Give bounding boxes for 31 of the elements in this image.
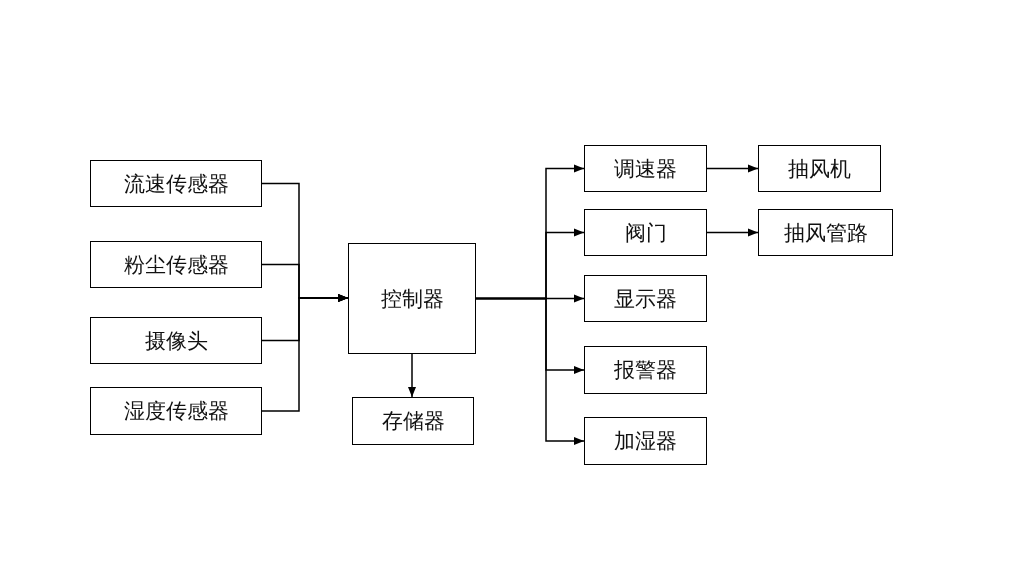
box-label: 显示器 bbox=[614, 285, 677, 313]
controller-box bbox=[348, 243, 476, 354]
box-label: 阀门 bbox=[624, 219, 667, 247]
process-box bbox=[584, 209, 707, 256]
process-box bbox=[584, 417, 707, 465]
process-box bbox=[90, 241, 262, 288]
box-label: 调速器 bbox=[614, 155, 677, 183]
box-label: 流速传感器 bbox=[123, 170, 229, 198]
process-box bbox=[352, 397, 474, 445]
box-label: 加湿器 bbox=[614, 428, 677, 455]
process-box bbox=[758, 145, 881, 192]
box-label: 抽风管路 bbox=[783, 219, 868, 247]
process-box bbox=[584, 275, 707, 322]
process-box bbox=[90, 317, 262, 364]
arrow bbox=[475, 297, 585, 445]
box-label: 存储器 bbox=[381, 408, 445, 435]
box-label: 报警器 bbox=[614, 357, 677, 384]
arrow bbox=[261, 294, 349, 412]
process-box bbox=[584, 145, 707, 192]
process-box bbox=[90, 160, 262, 207]
box-label: 摄像头 bbox=[144, 327, 208, 355]
arrow bbox=[408, 353, 416, 398]
arrow bbox=[706, 228, 759, 237]
process-box bbox=[584, 346, 707, 394]
box-label: 湿度传感器 bbox=[123, 398, 229, 425]
box-label: 粉尘传感器 bbox=[123, 251, 229, 279]
box-label: 控制器 bbox=[380, 285, 444, 313]
arrow bbox=[706, 164, 759, 173]
box-label: 抽风机 bbox=[788, 155, 851, 183]
process-box bbox=[758, 209, 893, 256]
process-box bbox=[90, 387, 262, 435]
